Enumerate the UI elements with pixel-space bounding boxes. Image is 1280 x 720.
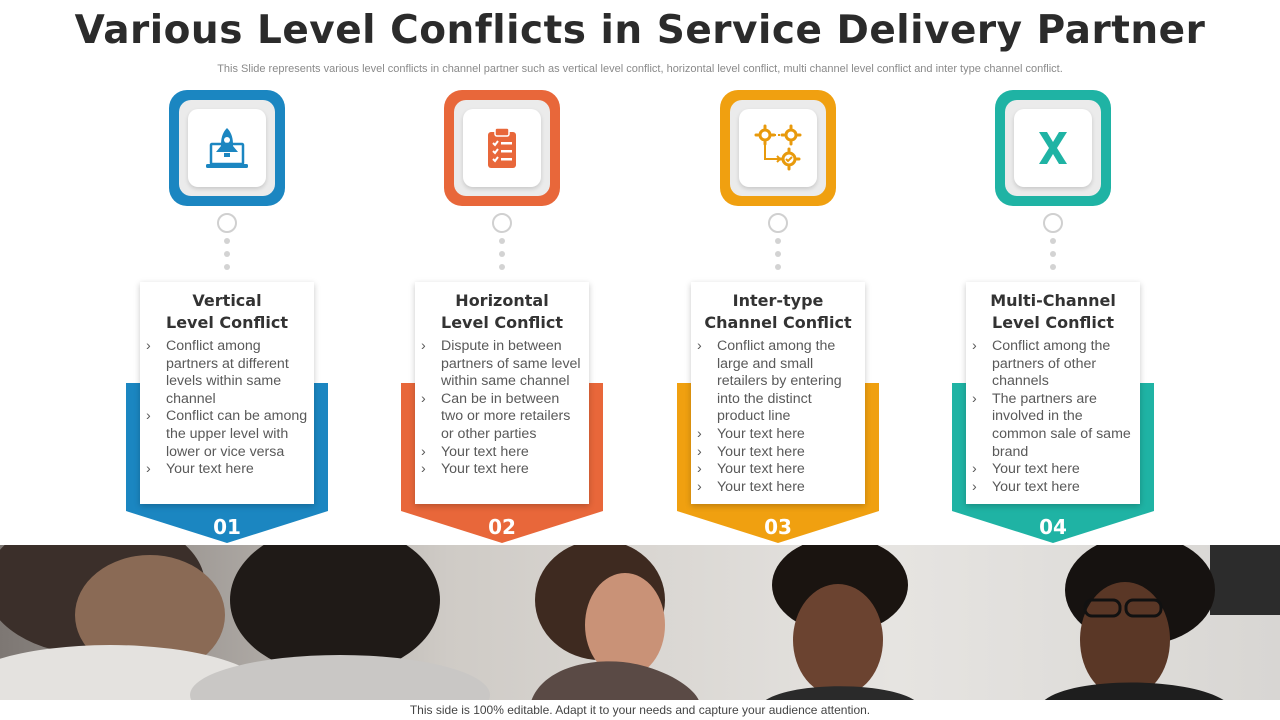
- icon-frame-4: [995, 90, 1111, 206]
- slide-title: Various Level Conflicts in Service Deliv…: [74, 8, 1206, 53]
- list-item: The partners are involved in the common …: [972, 391, 1134, 461]
- card-title: Vertical Level Conflict: [166, 291, 288, 332]
- list-item: Your text here: [972, 461, 1134, 479]
- rocket-laptop-icon: [206, 128, 248, 168]
- list-item: Conflict among the partners of other cha…: [972, 338, 1134, 391]
- column-number: 04: [1039, 515, 1067, 539]
- list-item: Conflict among partners at different lev…: [146, 338, 308, 408]
- column-number: 02: [488, 515, 516, 539]
- list-item: Your text here: [697, 444, 859, 462]
- card-title: Horizontal Level Conflict: [441, 291, 563, 332]
- list-item: Your text here: [421, 461, 583, 479]
- conflict-column-2: 02 Horizontal Level Conflict Dispute in …: [401, 90, 631, 545]
- conflict-card-3: Inter-type Channel Conflict Conflict amo…: [691, 282, 865, 504]
- list-item: Conflict among the large and small retai…: [697, 338, 859, 426]
- clipboard-checklist-icon: [488, 127, 516, 168]
- list-item: Your text here: [146, 461, 308, 479]
- icon-frame-2: [444, 90, 560, 206]
- list-item: Conflict can be among the upper level wi…: [146, 408, 308, 461]
- conflict-card-4: Multi-Channel Level Conflict Conflict am…: [966, 282, 1140, 504]
- conflict-column-4: 04 Multi-Channel Level Conflict Conflict…: [952, 90, 1182, 545]
- conflict-card-1: Vertical Level Conflict Conflict among p…: [140, 282, 314, 504]
- list-item: Your text here: [697, 426, 859, 444]
- card-title: Inter-type Channel Conflict: [704, 291, 852, 332]
- column-number: 01: [213, 515, 241, 539]
- conflict-card-2: Horizontal Level Conflict Dispute in bet…: [415, 282, 589, 504]
- x-mark-icon: [1039, 132, 1067, 164]
- list-item: Your text here: [972, 479, 1134, 497]
- conflict-column-1: 01 Vertical Level Conflict Conflict amon…: [126, 90, 356, 545]
- team-meeting-photo: [0, 545, 1280, 700]
- icon-frame-1: [169, 90, 285, 206]
- slide-subtitle: This Slide represents various level conf…: [217, 63, 1063, 75]
- icon-frame-3: [720, 90, 836, 206]
- list-item: Your text here: [697, 461, 859, 479]
- column-number: 03: [764, 515, 792, 539]
- list-item: Dispute in between partners of same leve…: [421, 338, 583, 391]
- conflict-column-3: 03 Inter-type Channel Conflict Conflict …: [677, 90, 907, 545]
- gears-workflow-icon: [754, 124, 802, 171]
- list-item: Can be in between two or more retailers …: [421, 391, 583, 444]
- list-item: Your text here: [697, 479, 859, 497]
- list-item: Your text here: [421, 444, 583, 462]
- footer-note: This side is 100% editable. Adapt it to …: [409, 703, 871, 717]
- card-title: Multi-Channel Level Conflict: [990, 291, 1116, 332]
